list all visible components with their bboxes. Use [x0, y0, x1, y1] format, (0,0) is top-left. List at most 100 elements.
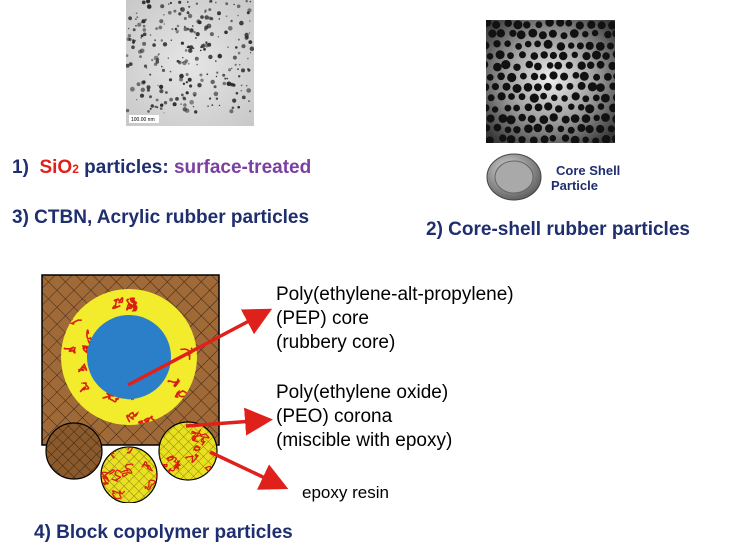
core-shell-particle-dot [501, 60, 511, 70]
sio2-particle-dot [246, 11, 250, 15]
sio2-particle-dot [180, 103, 182, 105]
core-shell-particle-dot [506, 135, 516, 143]
polymer-chain [112, 297, 124, 310]
polymer-chain [121, 463, 134, 477]
sio2-particle-dot [174, 27, 178, 31]
core-shell-particle-dot [571, 92, 580, 101]
sio2-particle-dot [154, 39, 157, 42]
sio2-particle-dot [147, 110, 150, 113]
core-shell-particle-dot [491, 106, 499, 113]
sio2-particle-dot [200, 15, 204, 19]
core-shell-particle-dot [524, 124, 533, 133]
core-shell-particle-dot [593, 73, 601, 81]
core-shell-particle-dot [486, 61, 489, 69]
item-2-label: 2) Core-shell rubber particles [426, 219, 690, 240]
sio2-particle-dot [140, 34, 144, 38]
sio2-particle-dot [159, 19, 164, 24]
sio2-particle-dot [193, 94, 196, 97]
sio2-particle-dot [232, 55, 237, 60]
core-shell-particle-dot [587, 61, 595, 69]
sio2-particle-dot [240, 84, 243, 87]
core-shell-particle-dot [613, 93, 615, 102]
polymer-chain [166, 455, 180, 466]
tem-scale-label: 100.00 nm [131, 117, 155, 123]
sio2-particle-dot [245, 84, 248, 87]
polymer-chain [79, 382, 90, 393]
core-shell-particle-dot [504, 104, 512, 112]
sio2-particle-dot [203, 43, 205, 45]
sio2-particle-dot [170, 39, 172, 41]
polymer-chain [199, 433, 210, 446]
core-shell-particle-dot [543, 82, 552, 91]
sio2-particle-dot [128, 62, 133, 66]
sio2-particle-dot [142, 24, 146, 28]
core-shell-particle-dot [577, 104, 585, 111]
polymer-chain [185, 454, 199, 464]
sio2-particle-dot [169, 1, 172, 5]
sio2-particle-dot [168, 3, 170, 5]
polymer-chain [144, 479, 156, 491]
core-shell-particle-icon [486, 153, 542, 201]
sio2-particle-dot [216, 71, 219, 74]
core-shell-particle-dot [592, 137, 600, 143]
peo-line3: (miscible with epoxy) [276, 430, 453, 451]
sio2-particle-dot [207, 105, 209, 107]
core-shell-particle-dot [570, 114, 580, 123]
core-shell-particle-dot [585, 104, 595, 114]
sio2-particle-dot [176, 24, 180, 28]
polymer-chain [174, 389, 189, 399]
peo-line2: (PEO) corona [276, 406, 393, 427]
sio2-particle-dot [222, 81, 227, 86]
core-shell-particle-dot [529, 93, 539, 103]
sio2-particle-dot [152, 43, 156, 47]
core-shell-particle-dot [486, 74, 494, 81]
sio2-particle-dot [204, 11, 206, 13]
sio2-particle-dot [143, 64, 148, 68]
core-shell-particle-dot [486, 41, 490, 50]
polymer-chain [133, 415, 153, 425]
item-1-label: 1) SiO2 particles: surface-treated [12, 157, 311, 179]
sio2-particle-dot [127, 27, 130, 30]
sio2-particle-dot [204, 43, 209, 48]
core-shell-particle-dot [545, 124, 554, 133]
core-shell-particle-dot [504, 20, 512, 27]
core-shell-particle-dot [587, 82, 597, 92]
core-shell-particle-dot [601, 134, 611, 143]
sio2-particle-dot [182, 61, 184, 64]
sio2-particle-dot [160, 39, 163, 42]
sio2-particle-dot [205, 41, 208, 44]
sio2-particle-dot [248, 32, 251, 34]
core-shell-particle-dot [530, 52, 539, 60]
sio2-particle-dot [172, 102, 177, 107]
polymer-chain [111, 469, 129, 482]
sio2-particle-dot [183, 103, 187, 107]
core-shell-particle-dot [601, 93, 610, 103]
epoxy-resin-label: epoxy resin [302, 483, 389, 502]
core-shell-particle-dot [591, 29, 599, 37]
sio2-particle-dot [238, 63, 241, 66]
sio2-particle-dot [126, 54, 129, 57]
sio2-particle-dot [196, 63, 198, 66]
core-shell-particle-dot [608, 21, 615, 30]
sio2-particle-dot [147, 4, 149, 6]
core-shell-particle-dot [612, 115, 615, 123]
core-shell-particle-dot [565, 20, 573, 27]
sio2-particle-dot [222, 73, 226, 77]
sio2-particle-dot [142, 32, 147, 37]
polymer-chain [107, 448, 117, 459]
sio2-particle-dot [211, 104, 214, 106]
core-shell-particle-dot [556, 42, 566, 51]
sio2-particle-dot [142, 80, 146, 84]
core-shell-particle-dot [581, 114, 591, 123]
sio2-particle-dot [185, 108, 190, 113]
polymer-chain [191, 429, 202, 443]
core-shell-particle-dot [518, 136, 526, 143]
sio2-particle-dot [126, 63, 130, 68]
sio2-particle-dot [140, 37, 142, 39]
sio2-particle-dot [136, 82, 141, 87]
core-shell-particle-dot [596, 83, 605, 92]
core-shell-particle-dot [593, 114, 600, 122]
core-shell-particle-dot [585, 125, 594, 134]
core-shell-particle-dot [540, 135, 549, 143]
sio2-particle-dot [200, 78, 204, 83]
